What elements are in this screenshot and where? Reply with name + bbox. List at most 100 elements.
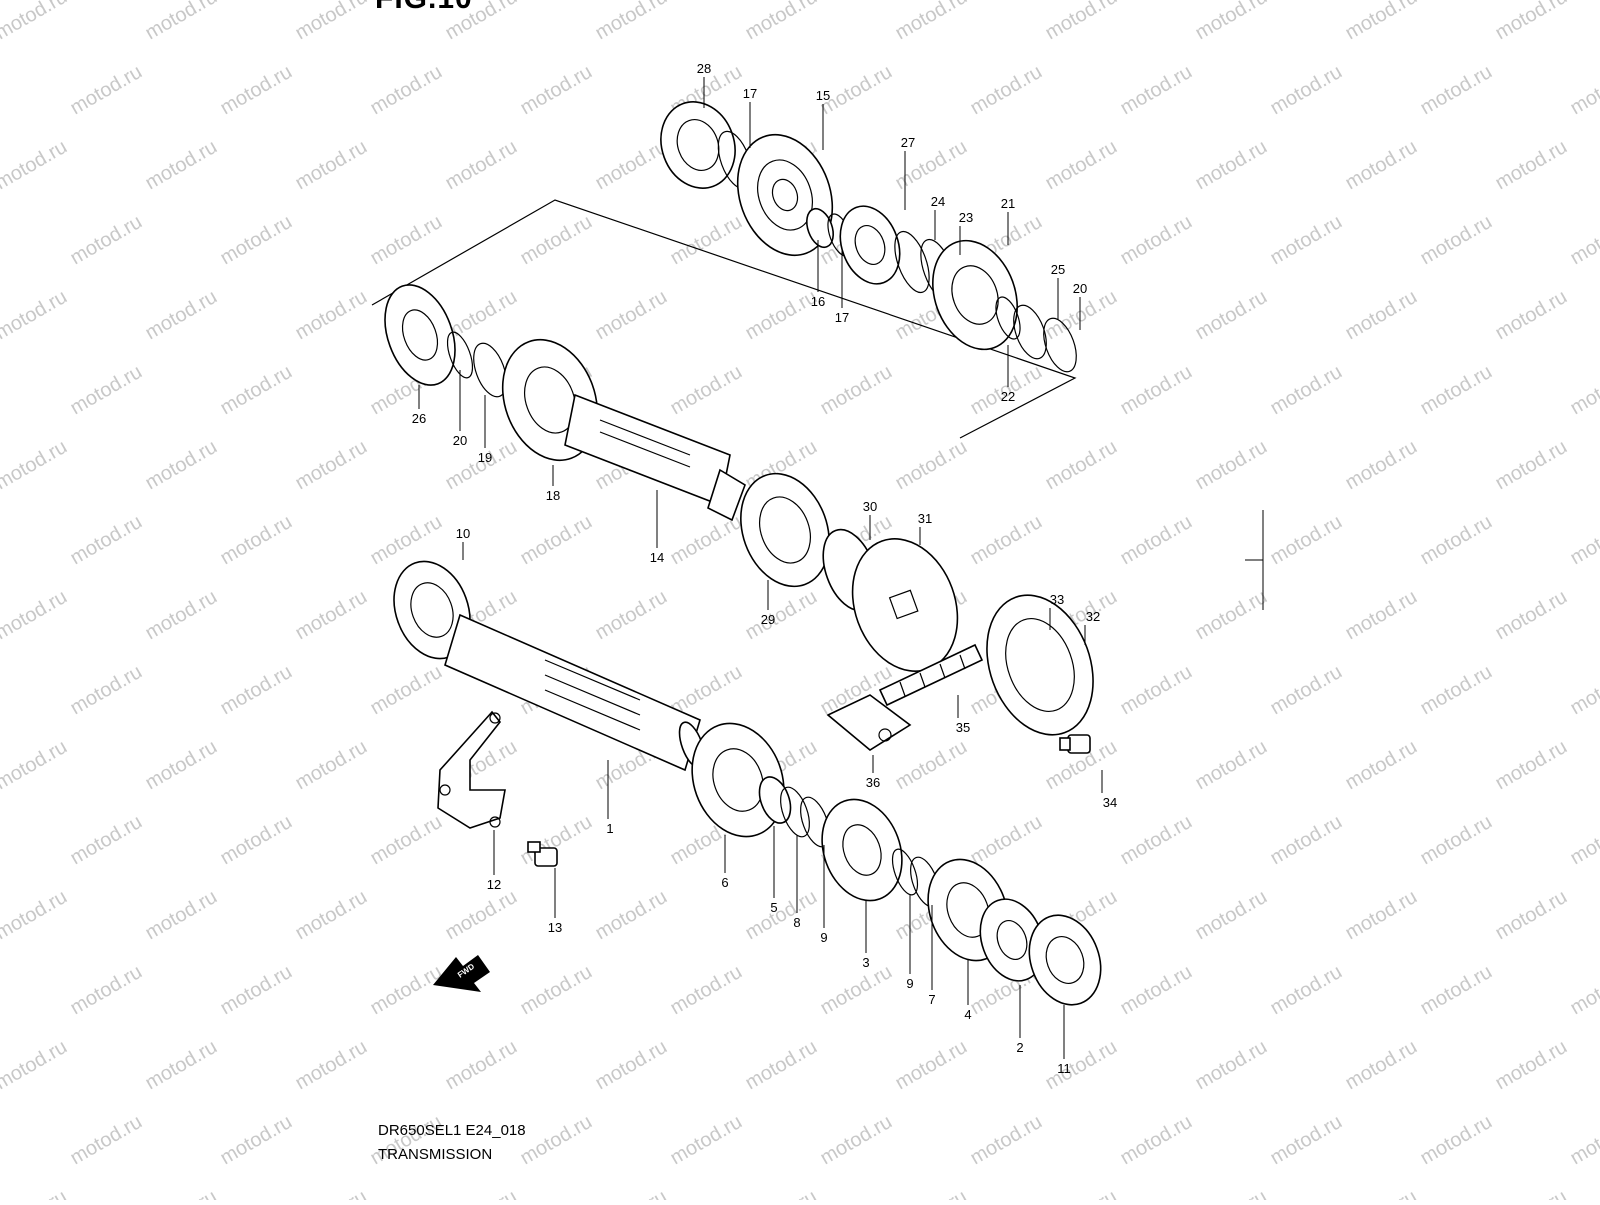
watermark-text: motod.ru [1192,286,1271,345]
driveshaft-1 [445,615,710,771]
watermark-text: motod.ru [1267,61,1346,120]
part-callout: 16 [811,294,825,309]
watermark-text: motod.ru [217,61,296,120]
watermark-text: motod.ru [1492,0,1571,44]
watermark-text: motod.ru [742,1036,821,1095]
watermark-text: motod.ru [367,211,446,270]
part-callout: 36 [866,775,880,790]
watermark-text: motod.ru [817,361,896,420]
watermark-text: motod.ru [292,0,371,44]
watermark-text: motod.ru [592,586,671,645]
watermark-text: motod.ru [0,736,71,795]
watermark-text: motod.ru [1417,811,1496,870]
watermark-text: motod.ru [1342,136,1421,195]
watermark-text: motod.ru [1567,361,1600,420]
watermark-text: motod.ru [1267,511,1346,570]
watermark-text: motod.ru [1492,136,1571,195]
watermark-text: motod.ru [1342,586,1421,645]
watermark-text: motod.ru [892,0,971,44]
watermark-text: motod.ru [1492,886,1571,945]
watermark-text: motod.ru [367,61,446,120]
watermark-text: motod.ru [442,886,521,945]
part-callout: 31 [918,511,932,526]
part-callout: 28 [697,61,711,76]
watermark-text: motod.ru [1267,211,1346,270]
watermark-text: motod.ru [1567,661,1600,720]
watermark-text: motod.ru [1342,1186,1421,1200]
watermark-text: motod.ru [1492,436,1571,495]
watermark-text: motod.ru [1117,511,1196,570]
watermark-text: motod.ru [517,511,596,570]
watermark-text: motod.ru [1417,961,1496,1020]
watermark-text: motod.ru [292,436,371,495]
part-callout: 27 [901,135,915,150]
part-callout: 13 [548,920,562,935]
watermark-text: motod.ru [1567,961,1600,1020]
watermark-text: motod.ru [142,886,221,945]
part-callout: 1 [606,821,613,836]
watermark-text: motod.ru [592,136,671,195]
watermark-text: motod.ru [1567,511,1600,570]
watermark-text: motod.ru [1267,1111,1346,1170]
part-callout: 29 [761,612,775,627]
watermark-text: motod.ru [367,961,446,1020]
part-callout: 30 [863,499,877,514]
part-callout: 22 [1001,389,1015,404]
watermark-text: motod.ru [217,211,296,270]
watermark-text: motod.ru [1117,361,1196,420]
watermark-text: motod.ru [0,1186,71,1200]
watermark-text: motod.ru [217,361,296,420]
watermark-text: motod.ru [1192,1036,1271,1095]
watermark-text: motod.ru [292,586,371,645]
watermark-text: motod.ru [142,136,221,195]
watermark-text: motod.ru [517,961,596,1020]
watermark-text: motod.ru [592,1036,671,1095]
watermark-text: motod.ru [1192,886,1271,945]
watermark-text: motod.ru [292,1036,371,1095]
watermark-text: motod.ru [217,661,296,720]
watermark-text: motod.ru [217,961,296,1020]
watermark-text: motod.ru [1417,511,1496,570]
watermark-text: motod.ru [1342,1036,1421,1095]
watermark-text: motod.ru [142,286,221,345]
part-callout: 2 [1016,1040,1023,1055]
watermark-text: motod.ru [142,1036,221,1095]
watermark-text: motod.ru [592,1186,671,1200]
watermark-text: motod.ru [1192,136,1271,195]
watermark-text: motod.ru [292,1186,371,1200]
part-callout: 6 [721,875,728,890]
part-callout: 35 [956,720,970,735]
watermark-text: motod.ru [67,661,146,720]
part-callout: 7 [928,992,935,1007]
watermark-text: motod.ru [367,511,446,570]
watermark-text: motod.ru [292,136,371,195]
watermark-text: motod.ru [1192,436,1271,495]
part-callout: 5 [770,900,777,915]
watermark-text: motod.ru [142,736,221,795]
watermark-text: motod.ru [592,286,671,345]
watermark-text: motod.ru [1492,586,1571,645]
watermark-text: motod.ru [0,286,71,345]
watermark-text: motod.ru [1567,61,1600,120]
part-callout: 17 [835,310,849,325]
watermark-text: motod.ru [292,736,371,795]
part-callout: 20 [453,433,467,448]
watermark-text: motod.ru [1342,0,1421,44]
watermark-text: motod.ru [1417,61,1496,120]
watermark-text: motod.ru [967,811,1046,870]
watermark-text: motod.ru [0,136,71,195]
gear-21 [918,229,1031,362]
watermark-text: motod.ru [367,661,446,720]
bolt-34 [1060,735,1090,753]
watermark-text: motod.ru [967,511,1046,570]
watermark-text: motod.ru [1192,586,1271,645]
part-callout: 25 [1051,262,1065,277]
watermark-text: motod.ru [1042,1186,1121,1200]
watermark-text: motod.ru [1417,1111,1496,1170]
watermark-text: motod.ru [67,961,146,1020]
watermark-text: motod.ru [142,1186,221,1200]
watermark-text: motod.ru [667,511,746,570]
watermark-text: motod.ru [892,1186,971,1200]
watermark-text: motod.ru [1042,436,1121,495]
part-callout: 20 [1073,281,1087,296]
